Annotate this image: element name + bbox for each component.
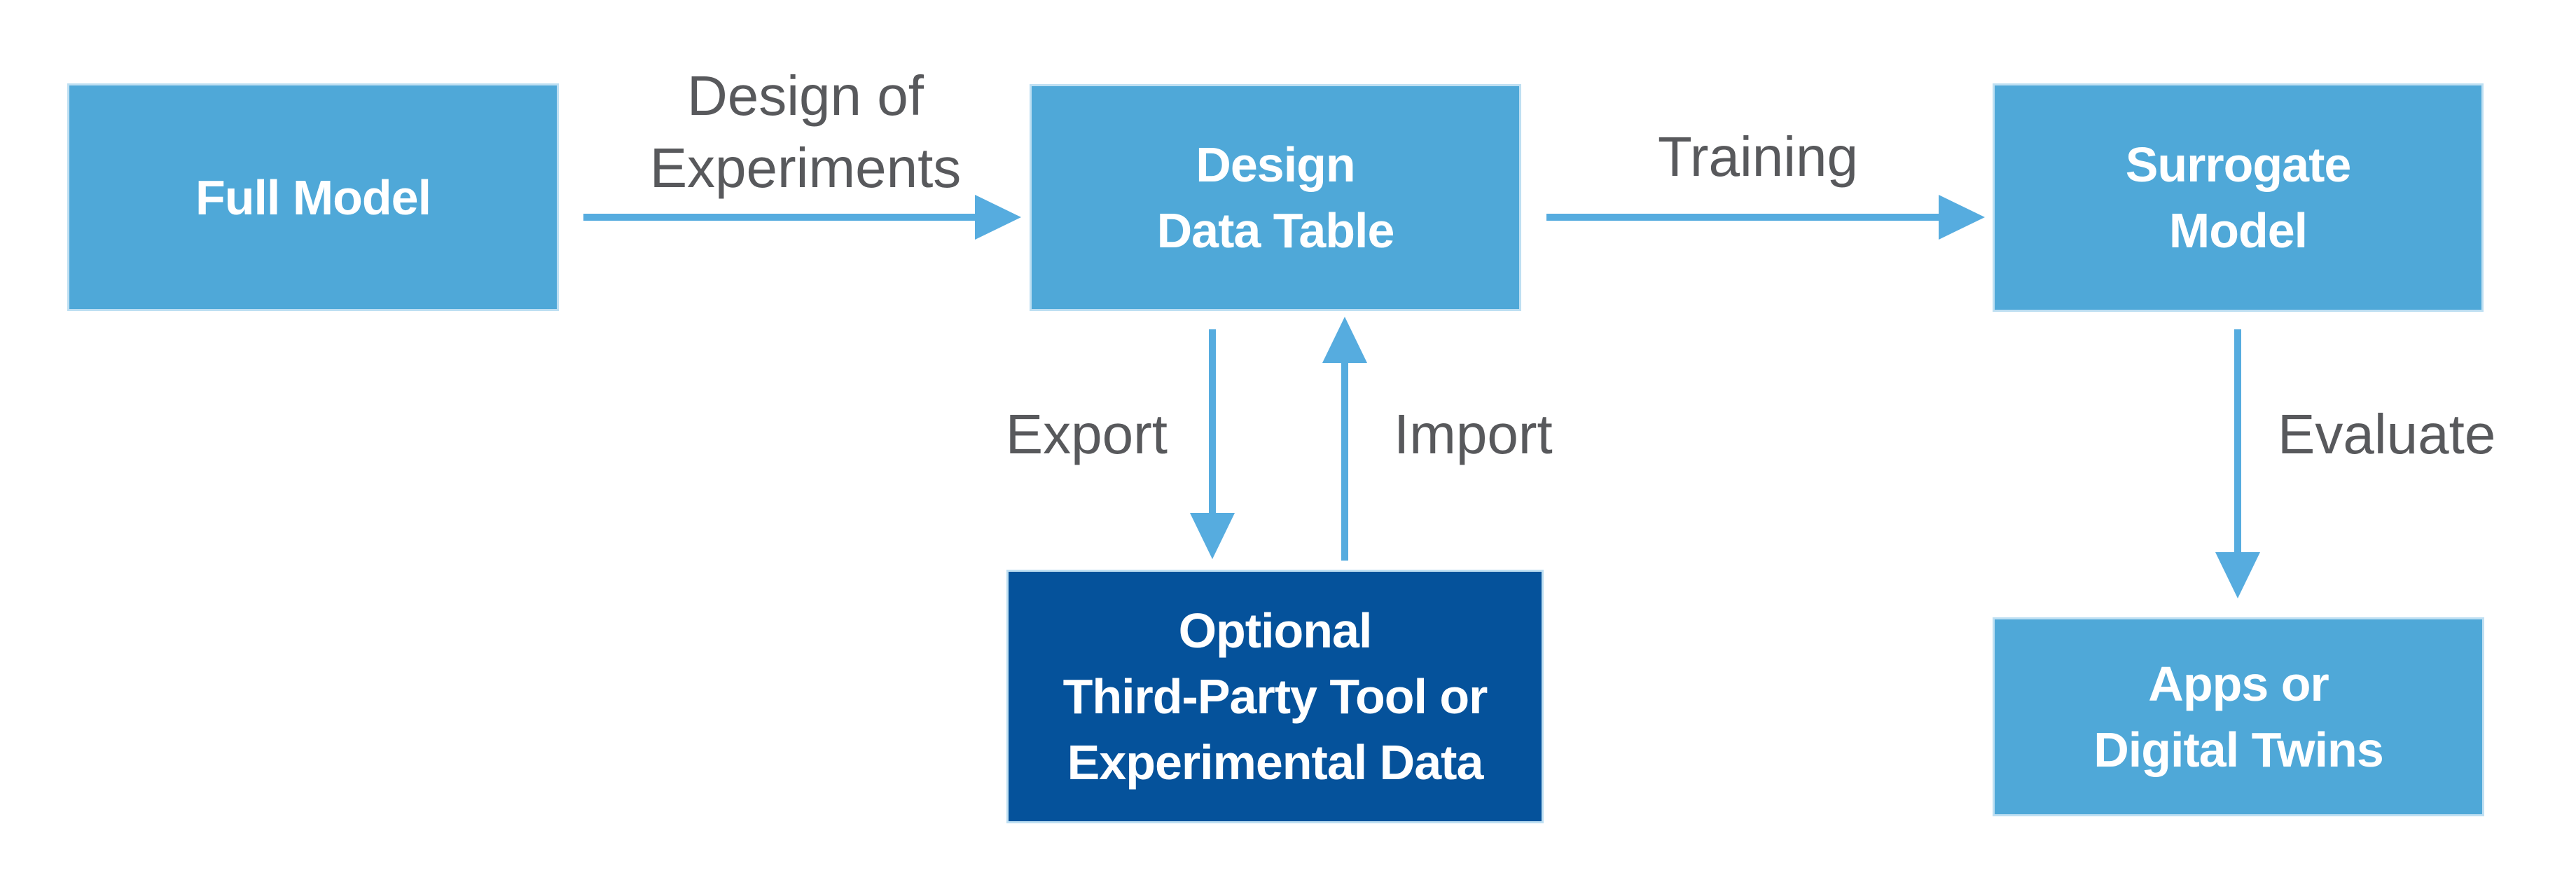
node-label: Experimental Data [1067, 735, 1484, 790]
node-label: Optional [1178, 603, 1373, 658]
arrowhead-up-icon [1322, 317, 1367, 363]
node-label: Third-Party Tool or [1062, 669, 1488, 724]
arrowhead-down-icon [2215, 552, 2260, 598]
edge-label-design-of-experiments: Design of Experiments [650, 60, 962, 204]
node-label: Model [2168, 203, 2308, 258]
arrow-shaft-import [1341, 363, 1348, 561]
node-apps-or-digital-twins: Apps or Digital Twins [1993, 617, 2484, 816]
node-label: Apps or [2148, 657, 2329, 711]
node-label: Design [1196, 137, 1355, 192]
node-label: Digital Twins [2093, 722, 2383, 777]
edge-label-line: Export [1005, 403, 1168, 465]
edge-label-line: Evaluate [2278, 403, 2496, 465]
edge-label-line: Experiments [649, 137, 962, 199]
edge-label-evaluate: Evaluate [2278, 398, 2495, 470]
arrowhead-down-icon [1190, 513, 1235, 559]
edge-label-training: Training [1658, 121, 1858, 193]
edge-label-line: Design of [687, 64, 924, 127]
arrow-shaft-export [1209, 329, 1216, 513]
node-label: Full Model [195, 170, 431, 225]
node-design-data-table: Design Data Table [1030, 84, 1521, 311]
node-label: Data Table [1156, 203, 1395, 258]
node-full-model: Full Model [67, 83, 559, 311]
arrow-shaft-training [1546, 214, 1939, 221]
edge-label-line: Import [1394, 403, 1553, 465]
edge-label-import: Import [1394, 398, 1553, 470]
arrowhead-right-icon [1939, 195, 1985, 240]
arrow-shaft-evaluate [2234, 329, 2241, 552]
node-surrogate-model: Surrogate Model [1993, 83, 2484, 312]
edge-label-line: Training [1657, 125, 1859, 188]
arrowhead-right-icon [975, 195, 1021, 240]
edge-label-export: Export [1006, 398, 1168, 470]
node-label: Surrogate [2125, 137, 2352, 192]
node-optional-third-party-tool: Optional Third-Party Tool or Experimenta… [1006, 570, 1544, 823]
arrow-shaft-design-of-experiments [583, 214, 975, 221]
